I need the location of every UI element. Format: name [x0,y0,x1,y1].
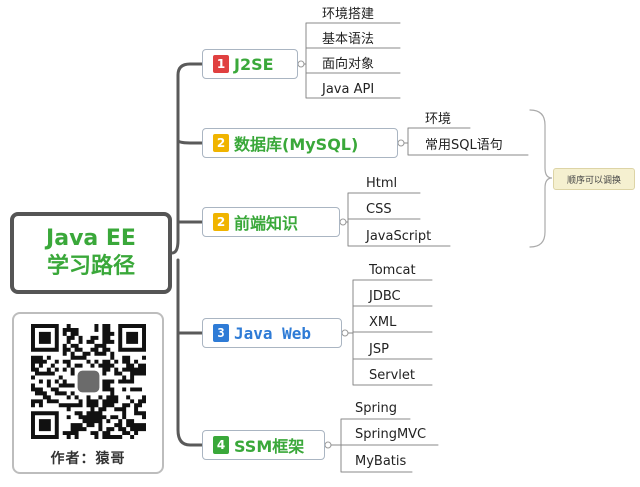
leaf-css: CSS [366,202,392,217]
leaf-env-setup: 环境搭建 [322,7,375,22]
leaf-db-env: 环境 [425,112,452,127]
branch-label: J2SE [234,54,274,74]
leaf-html: Html [366,176,398,191]
leaf-oop: 面向对象 [322,57,375,72]
leaf-basic-syntax: 基本语法 [322,32,375,47]
branch-j2se[interactable]: 1 J2SE [202,49,298,79]
branch-frontend[interactable]: 2 前端知识 [202,207,340,237]
leaf-jdbc: JDBC [369,289,401,304]
leaf-java-api: Java API [322,82,375,97]
leaf-mybatis: MyBatis [355,454,407,469]
branch-label: 前端知识 [234,214,299,233]
leaf-xml: XML [369,315,397,330]
leaf-servlet: Servlet [369,368,415,383]
number-badge: 4 [213,436,229,454]
order-note: 顺序可以调换 [553,168,635,190]
leaf-sql: 常用SQL语句 [425,138,503,153]
root-title-line2: 学习路径 [46,254,135,279]
qr-code-icon [31,324,146,439]
leaf-springmvc: SpringMVC [355,427,427,442]
number-badge: 1 [213,55,229,73]
leaf-tomcat: Tomcat [369,263,416,278]
leaf-jsp: JSP [369,342,389,357]
branch-label: SSM框架 [234,437,305,456]
author-label: 作者：猿哥 [50,451,126,467]
leaf-spring: Spring [355,401,397,416]
branch-label: Java Web [234,323,312,343]
branch-label: 数据库(MySQL) [234,135,359,154]
branch-java-web[interactable]: 3 Java Web [202,318,342,348]
number-badge: 2 [213,134,229,152]
leaf-javascript: JavaScript [366,229,432,244]
branch-ssm[interactable]: 4 SSM框架 [202,430,325,460]
qr-card: 作者：猿哥 [12,312,164,474]
root-topic: Java EE 学习路径 [10,212,172,294]
number-badge: 3 [213,324,229,342]
root-title-line1: Java EE [46,226,136,251]
number-badge: 2 [213,213,229,231]
branch-database[interactable]: 2 数据库(MySQL) [202,128,398,158]
